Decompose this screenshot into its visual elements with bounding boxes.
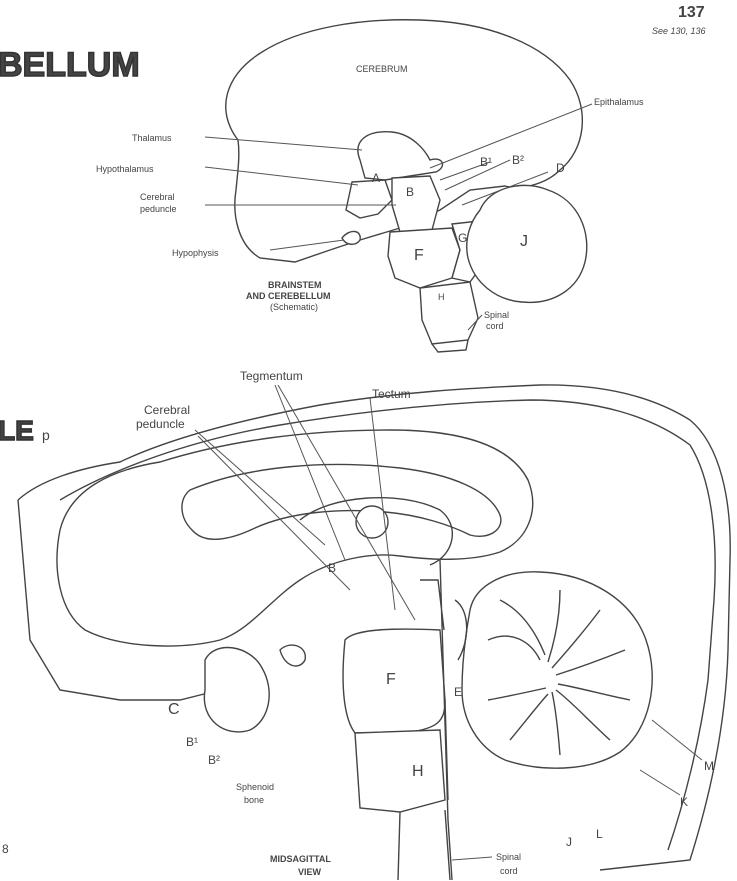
caption-view: VIEW [298, 867, 322, 877]
cerebral-peduncle-shape [392, 176, 440, 232]
hypothalamus-label: Hypothalamus [96, 164, 154, 174]
sphenoid-sinus [204, 648, 269, 732]
letter-j-top: J [520, 233, 528, 250]
letter-b-bottom: B [328, 561, 336, 575]
letter-b-top: B [406, 185, 414, 199]
cerebral-peduncle-label-line1: Cerebral [140, 192, 175, 202]
letter-h-bottom: H [412, 763, 424, 780]
letter-b2-top: B² [512, 153, 524, 167]
letter-f-bottom: F [386, 671, 396, 688]
cerebrum-label: CEREBRUM [356, 64, 408, 74]
pons-shape [388, 228, 460, 288]
letter-a-top: A [372, 171, 380, 185]
title-fragment-cerebellum: BELLUM [0, 46, 140, 84]
letter-h-top: H [438, 292, 445, 302]
cerebral-peduncle-label-line1-bottom: Cerebral [144, 403, 190, 417]
sphenoid-label-line1: Sphenoid [236, 782, 274, 792]
caption-brainstem: BRAINSTEM [268, 280, 322, 290]
page-number: 137 [678, 4, 705, 21]
letter-c-bottom: C [168, 701, 180, 718]
see-reference: See 130, 136 [652, 26, 706, 36]
letter-b1-bottom: B¹ [186, 735, 198, 749]
corner-mark: 8 [2, 842, 9, 856]
spinal-cord-label-top-line2: cord [486, 321, 504, 331]
cerebellum [462, 572, 652, 768]
spinal-cord [398, 810, 450, 880]
letter-e-bottom: E [454, 685, 462, 699]
letter-d-top: D [556, 161, 565, 175]
hypothalamus-shape [346, 180, 392, 218]
cerebral-peduncle-label-line2: peduncle [140, 204, 177, 214]
letter-b1-top: B¹ [480, 155, 492, 169]
caption-schematic: (Schematic) [270, 302, 318, 312]
spinal-cord-label-bottom-line2: cord [500, 866, 518, 876]
letter-m-bottom: M [704, 759, 714, 773]
midsagittal-view: Tegmentum Tectum Cerebral peduncle B C B… [18, 369, 730, 880]
hypophysis-shape [342, 231, 360, 244]
brainstem-cerebellum-schematic: CEREBRUM Thalamus Hypothalamus Cerebral … [96, 20, 644, 352]
caption-midsagittal: MIDSAGITTAL [270, 854, 331, 864]
letter-l-bottom: L [596, 827, 603, 841]
letter-k-bottom: K [680, 795, 688, 809]
cerebral-peduncle-label-line2-bottom: peduncle [136, 417, 185, 431]
title-fragment-le: LE [0, 415, 34, 446]
cerebral-hemisphere [57, 430, 533, 646]
pituitary [280, 645, 305, 666]
medulla [355, 730, 445, 812]
caption-and-cerebellum: AND CEREBELLUM [246, 291, 331, 301]
spinal-cord-label-top-line1: Spinal [484, 310, 509, 320]
tegmentum-label: Tegmentum [240, 369, 303, 383]
letter-f-top: F [414, 247, 424, 264]
letter-j-bottom: J [566, 835, 572, 849]
hypophysis-label: Hypophysis [172, 248, 219, 258]
medulla-lower-shape [420, 282, 478, 344]
tectum-label: Tectum [372, 387, 411, 401]
spinal-cord-label-bottom-line1: Spinal [496, 852, 521, 862]
thalamus-label: Thalamus [132, 133, 172, 143]
sphenoid-label-line2: bone [244, 795, 264, 805]
epithalamus-label: Epithalamus [594, 97, 644, 107]
letter-g-top: G [458, 231, 467, 245]
title-subscript-p: p [42, 427, 50, 443]
letter-b2-bottom: B² [208, 753, 220, 767]
thalamus-shape [358, 132, 443, 180]
